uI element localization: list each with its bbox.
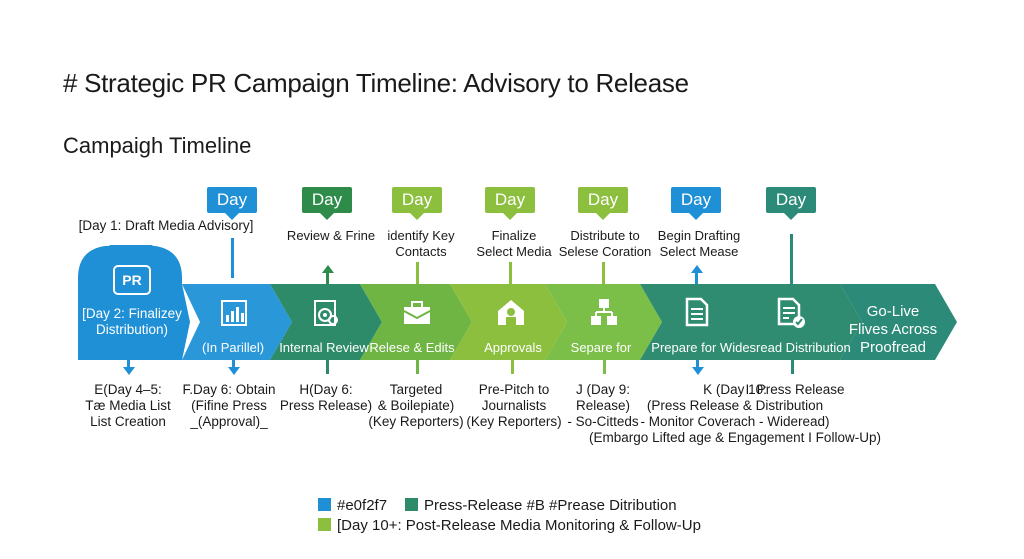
bottom-text-obtain: F.Day 6: Obtain(Fifine Press_(Approval)_ bbox=[182, 382, 276, 429]
stage-6-label: Prepare for Widesread Distribution bbox=[651, 340, 851, 355]
bottom-text-i-press-release: I. Press Release bbox=[745, 382, 845, 397]
pr-bag-handle bbox=[108, 245, 154, 253]
briefcase-icon bbox=[403, 301, 431, 324]
connector-bot-6-arrow bbox=[692, 367, 704, 375]
legend-swatch-blue bbox=[318, 498, 331, 511]
connector-bot-0-arrow bbox=[123, 367, 135, 375]
chart-icon bbox=[221, 300, 247, 326]
page-title: # Strategic PR Campaign Timeline: Adviso… bbox=[63, 68, 689, 98]
connector-top-2-arrow bbox=[322, 265, 334, 273]
stage-2-label: Internal Review bbox=[279, 340, 369, 355]
legend-item-2: Press-Release #B #Prease Ditribution bbox=[405, 497, 677, 514]
connector-top-1 bbox=[231, 238, 234, 278]
day-tag-1: Day bbox=[207, 187, 257, 220]
connector-top-6-arrow bbox=[691, 265, 703, 273]
top-text-review: Review & Frine bbox=[286, 228, 376, 243]
day-tag-3: Day bbox=[392, 187, 442, 220]
pr-badge: PR bbox=[113, 265, 151, 295]
document-check-icon bbox=[777, 297, 805, 328]
connector-top-6 bbox=[695, 272, 698, 284]
legend-swatch-green bbox=[405, 498, 418, 511]
stage-4-label: Approvals bbox=[484, 340, 542, 355]
connector-top-2 bbox=[326, 272, 329, 284]
bottom-text-release: J (Day 9:Release)- So-Citteds bbox=[567, 382, 639, 429]
connector-bot-2 bbox=[326, 360, 329, 374]
home-person-icon bbox=[498, 300, 524, 325]
day-tag-7: Day bbox=[766, 187, 816, 220]
connector-top-7 bbox=[790, 234, 793, 284]
connector-bot-1-arrow bbox=[228, 367, 240, 375]
network-icon bbox=[591, 299, 617, 325]
day-tag-4: Day bbox=[485, 187, 535, 220]
bottom-text-distribution: K (Day 10:(Press Release & Distribution-… bbox=[589, 382, 881, 445]
connector-bot-7 bbox=[791, 360, 794, 374]
document-icon bbox=[685, 297, 709, 327]
legend-swatch-lightgreen bbox=[318, 518, 331, 531]
connector-bot-3 bbox=[416, 360, 419, 374]
stage-1-label: (In Parillel) bbox=[201, 340, 265, 355]
day-tag-6: Day bbox=[671, 187, 721, 220]
stage-5-chevron bbox=[545, 284, 662, 360]
connector-bot-6 bbox=[696, 360, 699, 368]
gear-document-icon bbox=[314, 300, 338, 326]
connector-top-3 bbox=[416, 262, 419, 284]
connector-top-5 bbox=[602, 262, 605, 284]
stage-5-label: Separe for bbox=[570, 340, 632, 355]
day-tag-2: Day bbox=[302, 187, 352, 220]
stage-7-chevron bbox=[840, 284, 957, 360]
stage-6-chevron bbox=[640, 284, 862, 360]
section-subtitle: Campaigh Timeline bbox=[63, 133, 252, 158]
connector-bot-4 bbox=[511, 360, 514, 374]
legend-item-3: [Day 10+: Post-Release Media Monitoring … bbox=[318, 517, 701, 534]
stage-3-label: Relese & Edits bbox=[369, 340, 455, 355]
day-tag-5: Day bbox=[578, 187, 628, 220]
stage-2-chevron bbox=[270, 284, 382, 360]
connector-top-4 bbox=[509, 262, 512, 284]
connector-bot-5 bbox=[603, 360, 606, 374]
stage-0-chevron bbox=[78, 284, 190, 360]
bottom-text-targeted: Targeted& Boilepiate)(Key Reporters) bbox=[368, 382, 464, 429]
bottom-text-press-release: H(Day 6:Press Release) bbox=[279, 382, 373, 413]
top-text-day1: [Day 1: Draft Media Advisory] bbox=[78, 218, 254, 233]
legend-item-1: #e0f2f7 bbox=[318, 497, 387, 514]
connector-bot-0 bbox=[127, 360, 130, 368]
connector-bot-1 bbox=[232, 360, 235, 368]
